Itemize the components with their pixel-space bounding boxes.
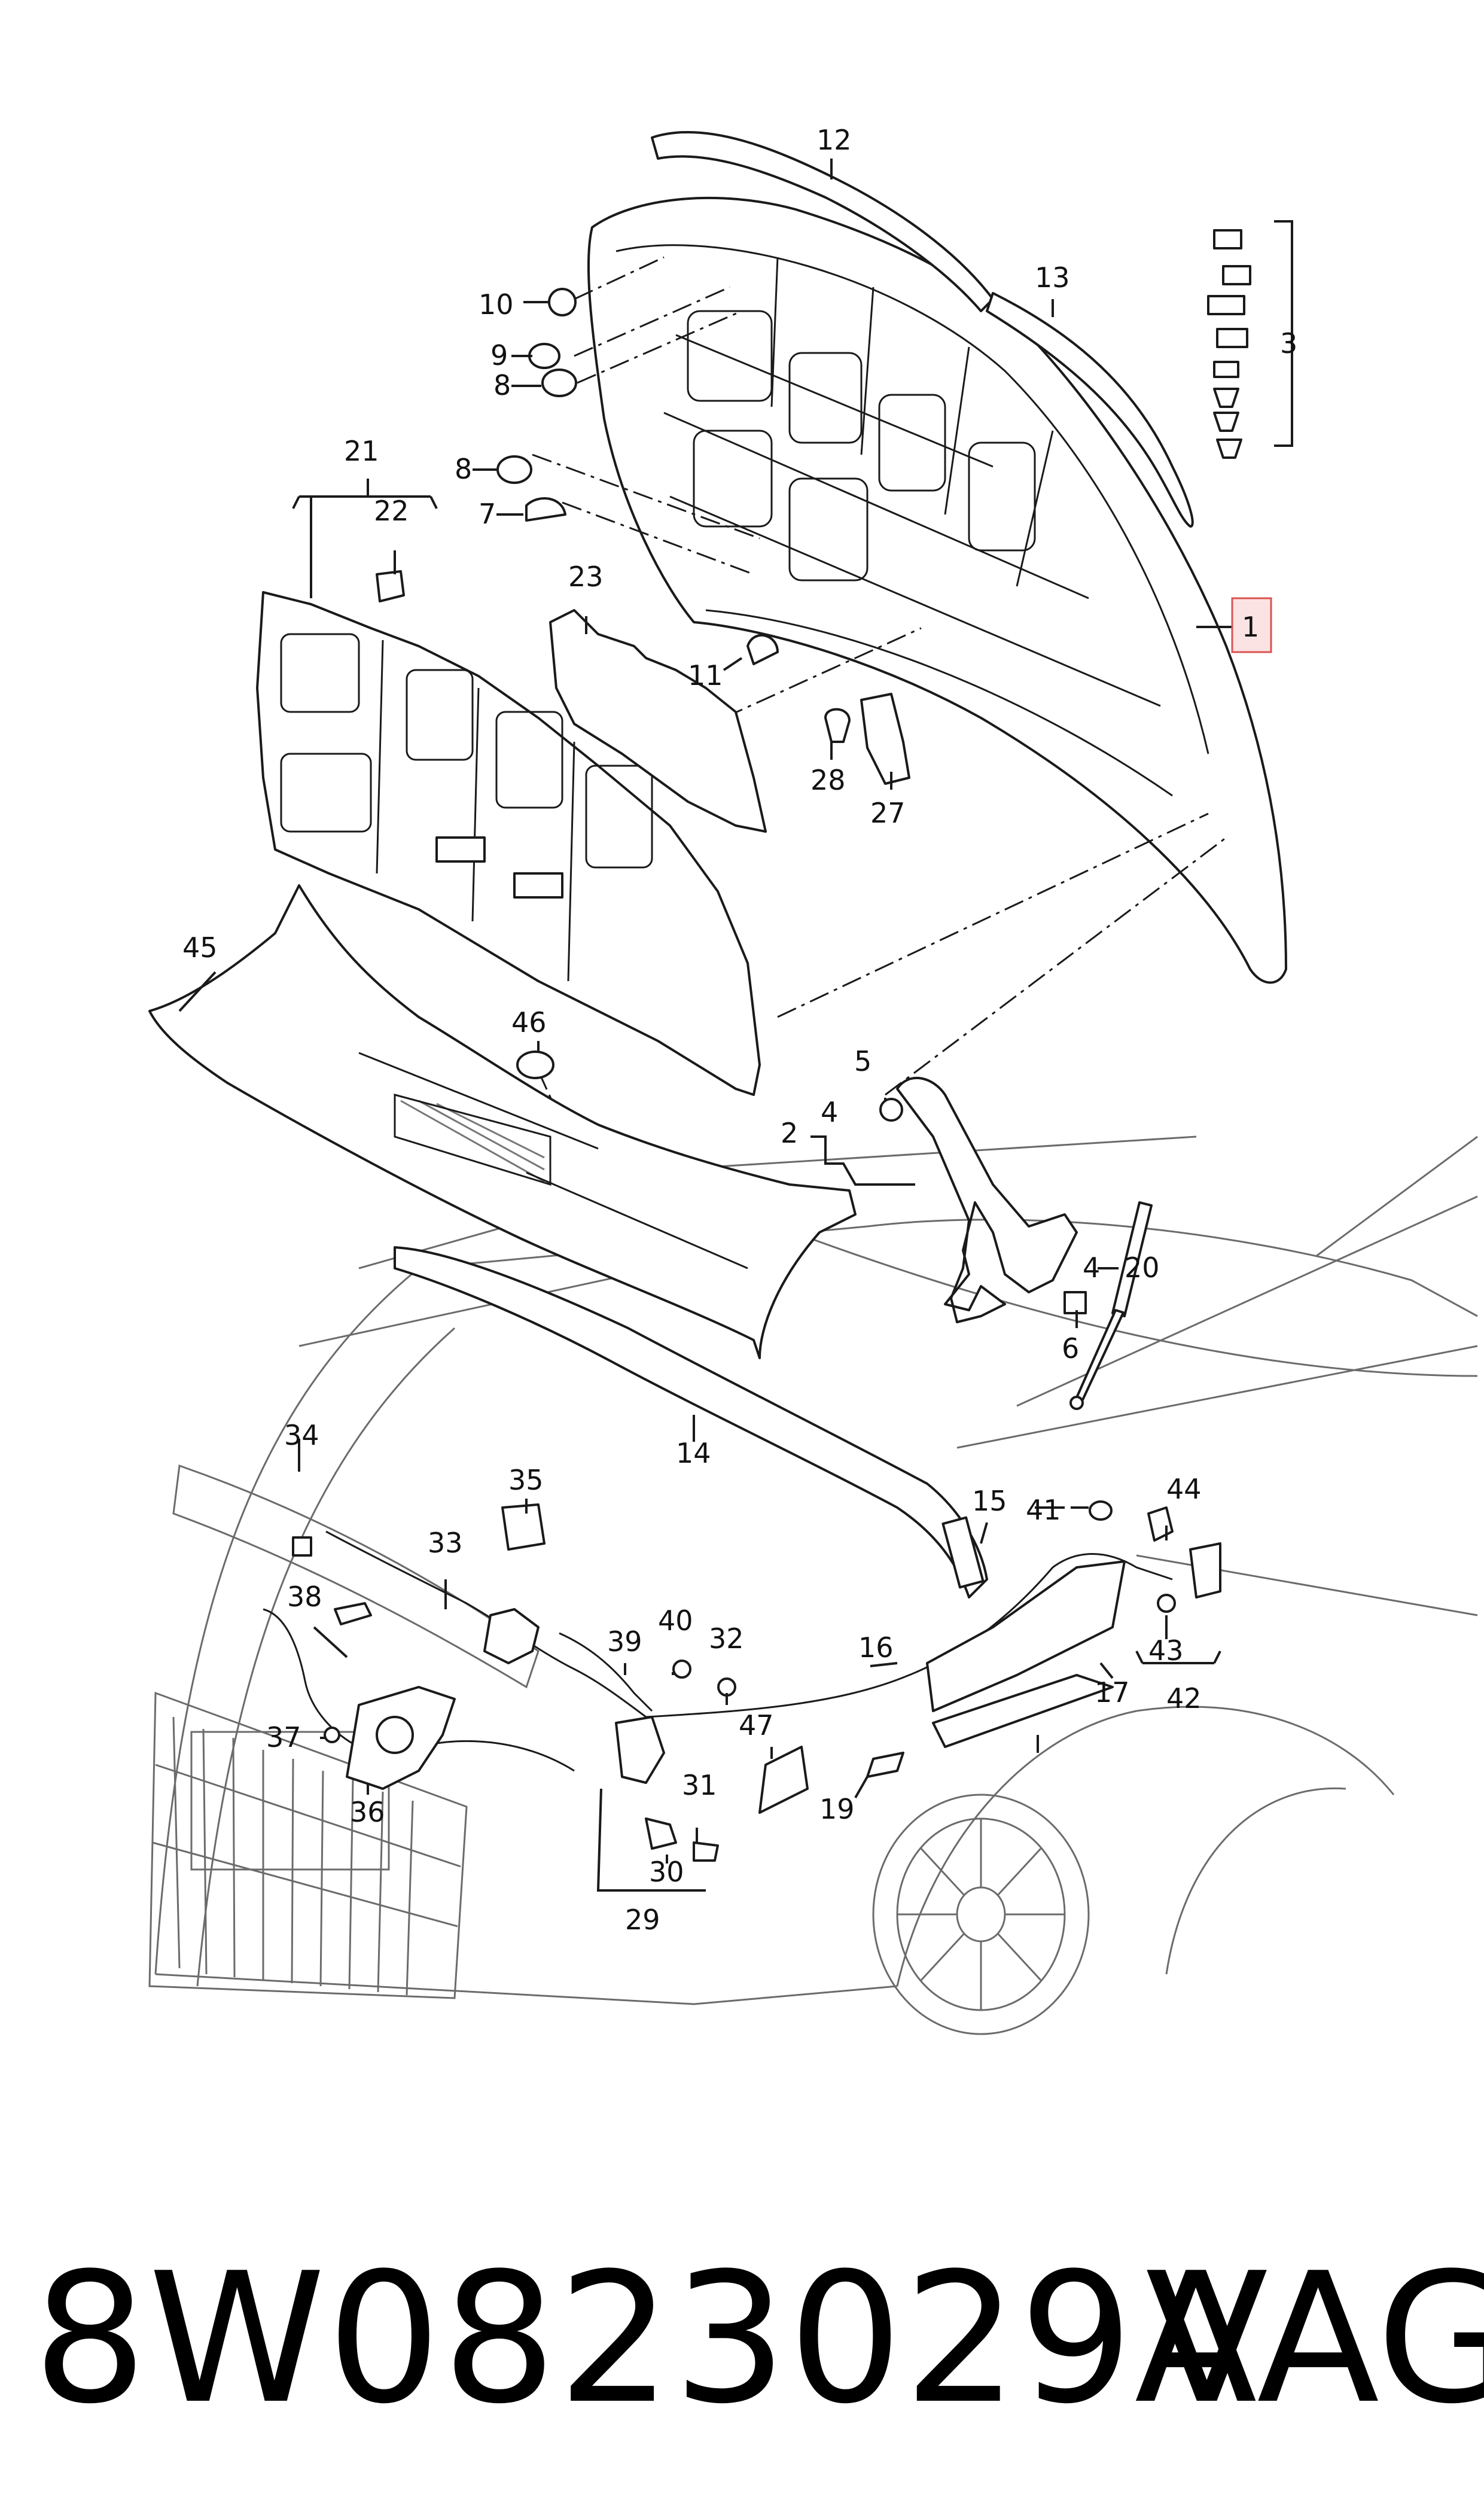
callout-33: 33 — [428, 1527, 463, 1559]
plenum-cover — [148, 884, 857, 1359]
callout-39: 39 — [607, 1625, 642, 1658]
callout-37: 37 — [266, 1721, 301, 1753]
gas-strut — [1069, 1201, 1153, 1410]
part-number: 8W0823029A — [33, 2234, 1258, 2443]
callout-44: 44 — [1166, 1473, 1202, 1505]
callout-29: 29 — [625, 1904, 660, 1936]
callout-8a: 8 — [455, 453, 472, 485]
callout-28: 28 — [810, 764, 846, 796]
headlight — [172, 1464, 540, 1689]
callout-5: 5 — [854, 1045, 871, 1077]
front-grille — [148, 1691, 468, 1999]
grommets-buffers — [496, 288, 779, 665]
front-wheel — [872, 1794, 1090, 2035]
release-handle — [334, 1602, 372, 1625]
callout-47: 47 — [739, 1709, 774, 1741]
callout-45: 45 — [182, 931, 218, 964]
callout-41: 41 — [1026, 1494, 1061, 1526]
hood-bracket — [824, 693, 910, 785]
callout-31: 31 — [682, 1769, 717, 1801]
callout-14: 14 — [676, 1437, 711, 1469]
highlight-box — [1231, 597, 1272, 653]
seal-strip — [394, 1246, 988, 1599]
brand-label: VAG — [1145, 2234, 1484, 2443]
callout-36: 36 — [350, 1796, 385, 1828]
callout-19: 19 — [819, 1793, 855, 1825]
callout-11: 11 — [688, 659, 723, 692]
callout-46: 46 — [511, 1006, 547, 1039]
callout-3: 3 — [1280, 327, 1297, 360]
lock-release-lever — [292, 1503, 546, 1664]
callout-1: 1 — [1242, 611, 1259, 643]
callout-32: 32 — [709, 1622, 744, 1655]
assembly-lines — [532, 256, 1227, 1137]
side-clips — [324, 1500, 1221, 1743]
hood-side-seal — [986, 292, 1194, 528]
callout-16: 16 — [858, 1631, 894, 1664]
callout-10: 10 — [479, 288, 514, 321]
car-body-outline — [154, 1135, 1478, 2005]
callout-20: 20 — [1125, 1252, 1160, 1284]
callout-38: 38 — [287, 1581, 322, 1613]
secondary-latch — [615, 1716, 719, 1862]
callout-15: 15 — [972, 1485, 1007, 1517]
callout-4a: 4 — [821, 1096, 838, 1128]
cable-guide-trim — [758, 1516, 1126, 1814]
callout-6: 6 — [1062, 1332, 1079, 1365]
hood-insulation-mat — [256, 591, 761, 1096]
callout-labels: 1 2 3 4 4 5 6 7 8 8 9 10 11 12 13 14 15 … — [182, 124, 1297, 1936]
insulation-pad — [549, 609, 767, 833]
callout-13: 13 — [1035, 261, 1070, 294]
callout-42: 42 — [1166, 1682, 1202, 1715]
callout-12: 12 — [816, 124, 852, 156]
hood-front-seal — [651, 130, 994, 312]
callout-8b: 8 — [493, 369, 511, 401]
leader-lines — [178, 159, 1238, 1892]
callout-35: 35 — [508, 1464, 544, 1496]
hood-hinge — [879, 1077, 1087, 1323]
screw-clip-set — [1207, 220, 1293, 459]
callout-27: 27 — [870, 797, 906, 829]
callout-30: 30 — [649, 1856, 684, 1888]
callout-21: 21 — [344, 435, 379, 467]
callout-23: 23 — [568, 561, 604, 593]
callout-7: 7 — [479, 498, 496, 530]
callout-43: 43 — [1148, 1634, 1184, 1667]
callout-17: 17 — [1095, 1676, 1130, 1709]
insulation-clip — [376, 570, 405, 602]
bonnet-hood — [587, 196, 1287, 984]
callout-9: 9 — [490, 339, 508, 372]
callout-4b: 4 — [1083, 1252, 1100, 1284]
callout-40: 40 — [658, 1604, 693, 1637]
callout-34: 34 — [284, 1419, 319, 1451]
callout-2: 2 — [781, 1117, 798, 1149]
hood-lock — [346, 1686, 456, 1790]
callout-22: 22 — [374, 495, 409, 527]
